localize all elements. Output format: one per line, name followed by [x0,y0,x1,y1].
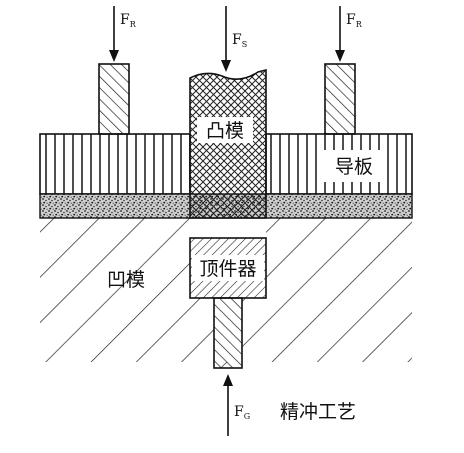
guide-plate-label: 导板 [335,156,373,178]
ejector-rod [213,297,243,369]
right-force-arrow [335,6,345,62]
right-pin [324,63,356,135]
center-force-arrow [221,6,231,72]
force-label-right: FR [346,12,363,29]
force-label-center: FS [232,32,247,49]
force-label-left: FR [120,12,137,29]
force-arrows [109,6,345,436]
force-label-bottom: FG [234,404,250,421]
punch-label: 凸模 [206,120,244,142]
caption: 精冲工艺 [280,401,356,423]
punch [189,68,267,219]
left-force-arrow [109,6,119,62]
bottom-force-arrow [223,374,233,436]
left-pin [98,63,130,135]
die-label: 凹模 [107,269,145,291]
ejector-label: 顶件器 [199,258,256,280]
